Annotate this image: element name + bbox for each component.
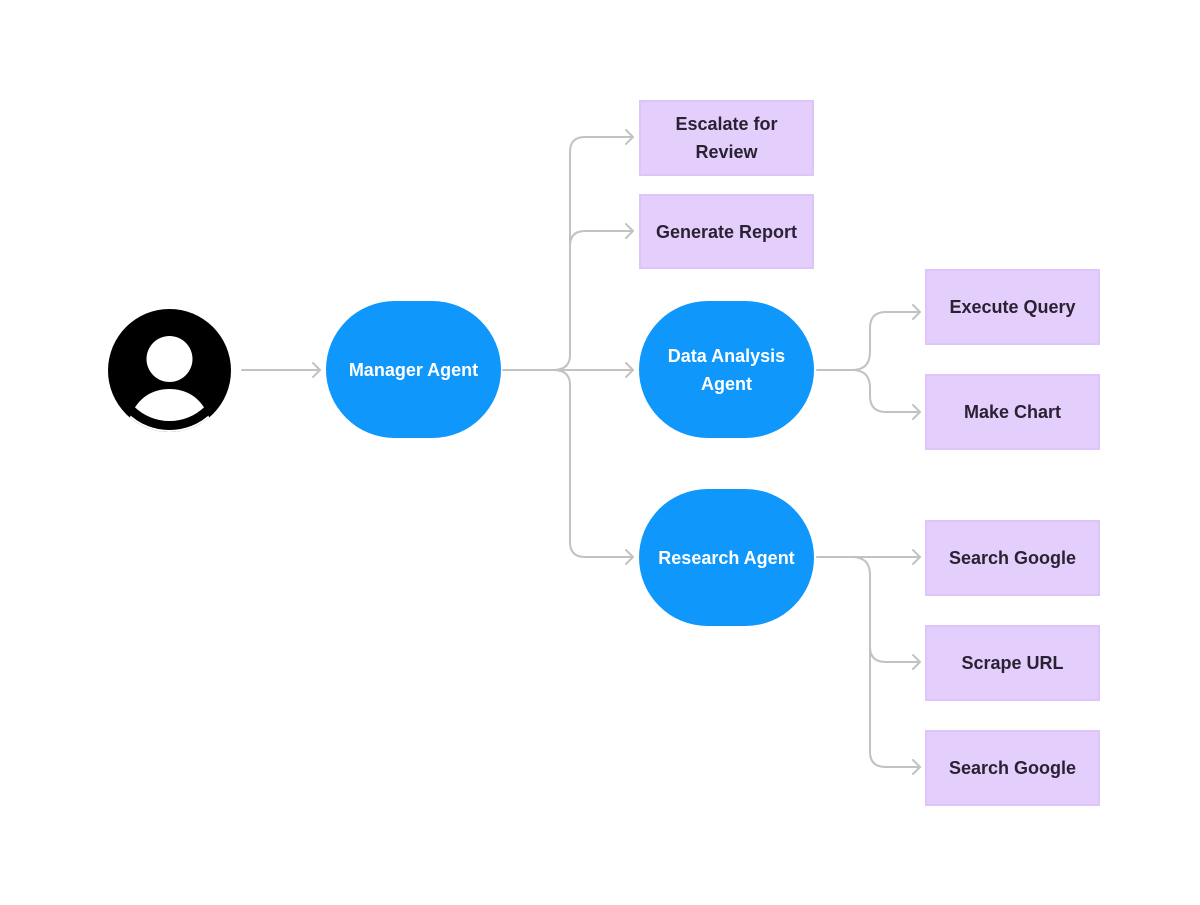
search-google-label-2: Search Google bbox=[948, 758, 1077, 778]
search-google-tool: Search Google bbox=[925, 520, 1100, 596]
escalate-for-review-tool: Escalate for Review bbox=[639, 100, 814, 176]
search-google-tool-2: Search Google bbox=[925, 730, 1100, 806]
execute-query-label: Execute Query bbox=[949, 297, 1076, 317]
research-agent-node: Research Agent bbox=[639, 489, 814, 626]
scrape-url-label: Scrape URL bbox=[961, 653, 1064, 673]
search-google-label: Search Google bbox=[948, 548, 1077, 568]
manager-agent-label: Manager Agent bbox=[348, 359, 479, 380]
arrowhead bbox=[912, 304, 921, 320]
connector-research-search2 bbox=[869, 639, 921, 768]
execute-query-tool: Execute Query bbox=[925, 269, 1100, 345]
connector-research-scrape bbox=[851, 556, 921, 663]
data-analysis-agent-label: Data Analysis Agent bbox=[667, 345, 786, 394]
manager-agent-node: Manager Agent bbox=[326, 301, 501, 438]
connector-data-chart bbox=[851, 369, 921, 413]
arrowhead bbox=[912, 549, 921, 565]
arrowhead bbox=[625, 129, 634, 145]
connector-manager-research bbox=[552, 369, 634, 558]
user-avatar-icon bbox=[108, 309, 231, 432]
scrape-url-tool: Scrape URL bbox=[925, 625, 1100, 701]
generate-report-tool: Generate Report bbox=[639, 194, 814, 269]
generate-report-label: Generate Report bbox=[655, 221, 798, 242]
arrowhead bbox=[912, 654, 921, 670]
connector-data-execute bbox=[816, 311, 921, 371]
escalate-for-review-label: Escalate for Review bbox=[675, 114, 778, 162]
connector-manager-escalate bbox=[552, 136, 634, 371]
make-chart-label: Make Chart bbox=[963, 402, 1062, 422]
connector-manager-generate bbox=[569, 230, 634, 247]
arrowhead bbox=[625, 223, 634, 239]
research-agent-label: Research Agent bbox=[658, 547, 795, 568]
arrowhead bbox=[912, 404, 921, 420]
arrowhead bbox=[912, 759, 921, 775]
make-chart-tool: Make Chart bbox=[925, 374, 1100, 450]
arrowhead bbox=[312, 362, 321, 378]
arrowhead bbox=[625, 362, 634, 378]
arrowhead bbox=[625, 549, 634, 565]
data-analysis-agent-node: Data Analysis Agent bbox=[639, 301, 814, 438]
